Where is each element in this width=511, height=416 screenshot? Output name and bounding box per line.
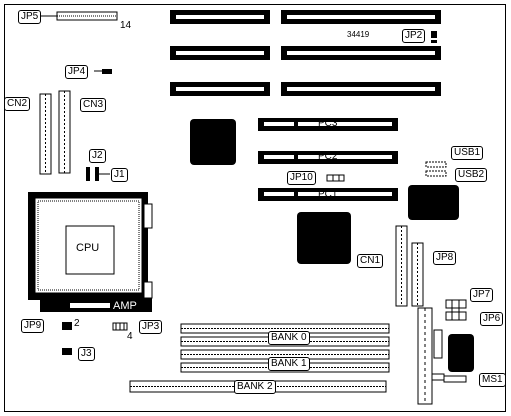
jp10-label: JP10 [287, 171, 316, 185]
isa-slots [170, 10, 441, 96]
jp10-jumper [326, 174, 345, 182]
jp7-label: JP7 [470, 288, 494, 302]
jp2-jumper [431, 31, 437, 38]
jp7-jp6-jumpers [445, 299, 467, 321]
cn3-label: CN3 [80, 98, 107, 112]
usb-headers [425, 161, 447, 177]
jp9-pin-label: 2 [74, 318, 80, 329]
chipset-chips [190, 119, 459, 264]
j2-label: J2 [89, 149, 106, 163]
bank2-label: BANK 2 [234, 380, 276, 394]
ms1-label: MS1 [479, 373, 506, 387]
pci-slots [258, 118, 398, 201]
jp3-pin-label: 4 [127, 331, 133, 342]
ms1-connector [443, 375, 467, 383]
jp3-label: JP3 [139, 320, 163, 334]
amp-regulator [40, 298, 152, 312]
cpu-label: CPU [76, 242, 100, 254]
usb2-label: USB2 [455, 168, 488, 182]
jp6-label: JP6 [480, 312, 504, 326]
pc1-label: PC1 [318, 189, 338, 200]
cn2-cn3-headers [39, 90, 71, 175]
j1-jumper [95, 167, 99, 181]
io-connector [417, 307, 474, 405]
jp9-jumper [62, 322, 72, 330]
jp2-label: JP2 [402, 29, 426, 43]
bank1-label: BANK 1 [268, 357, 310, 371]
jp4-label: JP4 [65, 65, 89, 79]
j2-jumper [86, 167, 90, 181]
j3-jumper [62, 348, 72, 355]
cpu-socket [28, 192, 153, 300]
cn2-label: CN2 [4, 97, 31, 111]
pc3-label: PC3 [318, 118, 338, 129]
amp-label: AMP [113, 300, 137, 312]
jp8-label: JP8 [433, 251, 457, 265]
usb1-label: USB1 [451, 146, 484, 160]
jp5-pin-label: 14 [120, 20, 132, 31]
cn1-jp8-headers [395, 225, 424, 307]
jp5-header [40, 11, 118, 21]
jp4-jumper [102, 69, 112, 74]
jp5-label: JP5 [18, 10, 42, 24]
pc2-label: PC2 [318, 151, 338, 162]
j1-label: J1 [111, 168, 128, 182]
jp9-label: JP9 [21, 319, 45, 333]
cn1-label: CN1 [357, 254, 384, 268]
board-serial-number: 34419 [347, 30, 370, 39]
bank0-label: BANK 0 [268, 331, 310, 345]
board-outline [4, 4, 506, 412]
j3-label: J3 [78, 347, 95, 361]
